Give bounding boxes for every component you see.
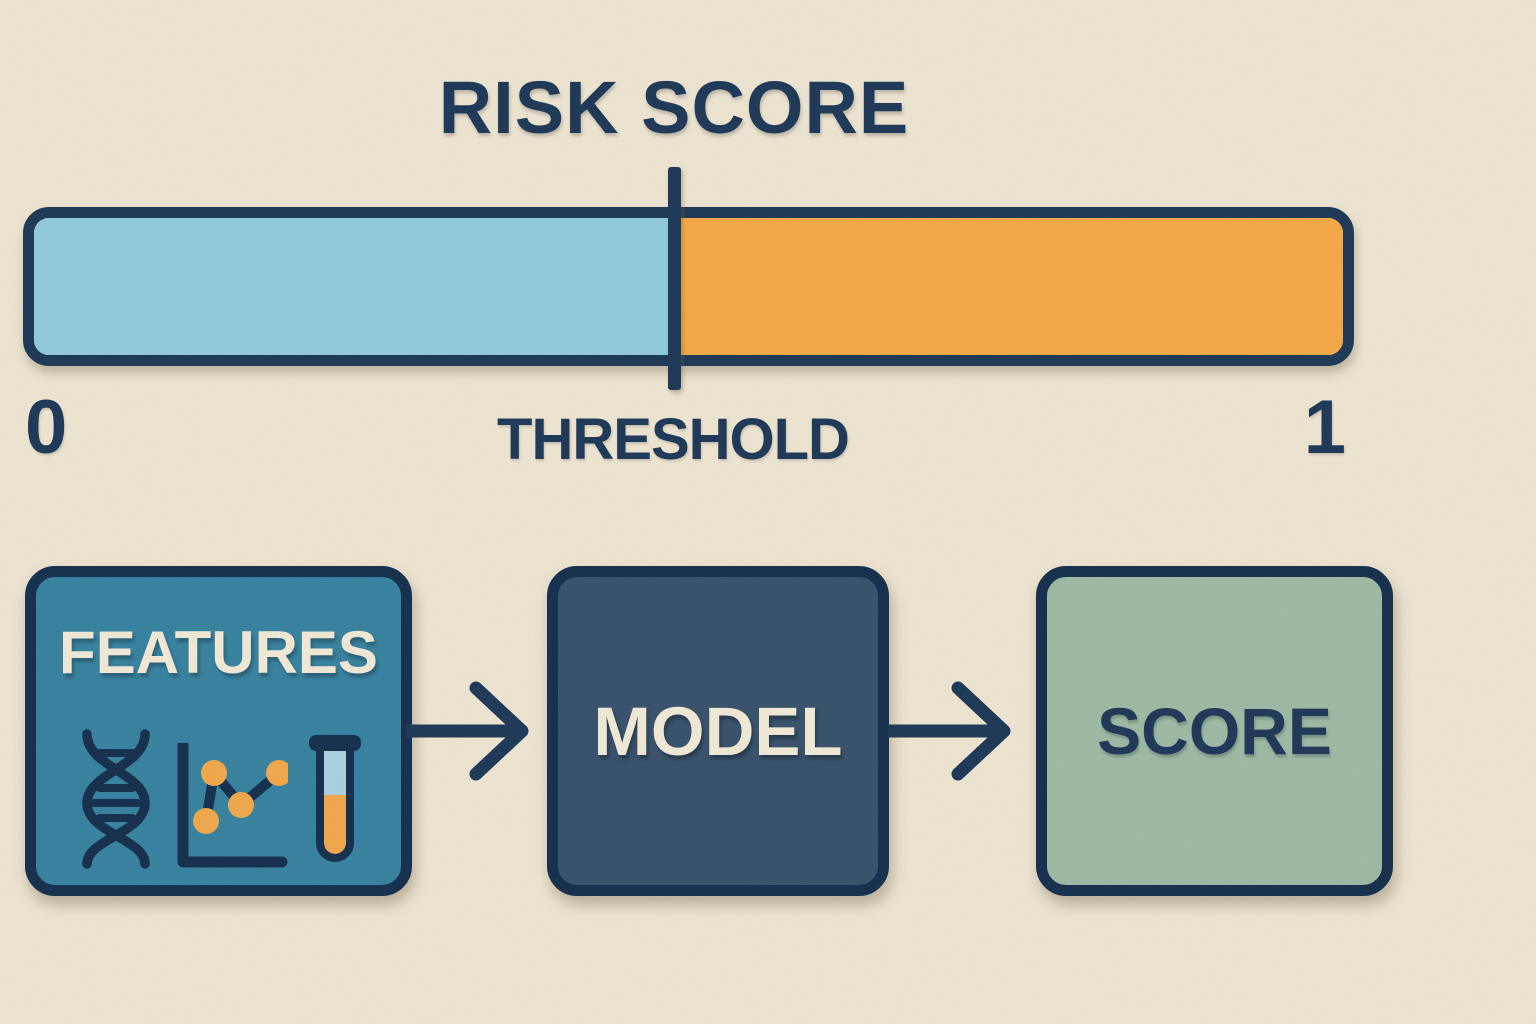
page-title: RISK SCORE [438, 66, 910, 149]
dna-icon [81, 729, 150, 869]
model-node: MODEL [547, 566, 889, 896]
features-node: FEATURES [25, 566, 412, 896]
features-icon-row [36, 729, 401, 869]
risk-bar-high-segment [674, 218, 1343, 355]
model-node-label: MODEL [593, 692, 843, 770]
axis-min-label: 0 [25, 385, 68, 470]
threshold-marker-line [668, 167, 681, 390]
arrow-features-to-model [406, 681, 529, 781]
risk-score-bar [23, 207, 1354, 366]
arrow-model-to-score [888, 681, 1011, 781]
risk-bar-low-segment [34, 218, 675, 355]
score-node-label: SCORE [1097, 694, 1332, 768]
test-tube-icon [308, 735, 361, 862]
score-node: SCORE [1036, 566, 1393, 896]
axis-max-label: 1 [1303, 385, 1346, 470]
line-chart-icon [177, 743, 288, 868]
threshold-label: THRESHOLD [497, 407, 850, 472]
features-node-label: FEATURES [59, 619, 378, 686]
